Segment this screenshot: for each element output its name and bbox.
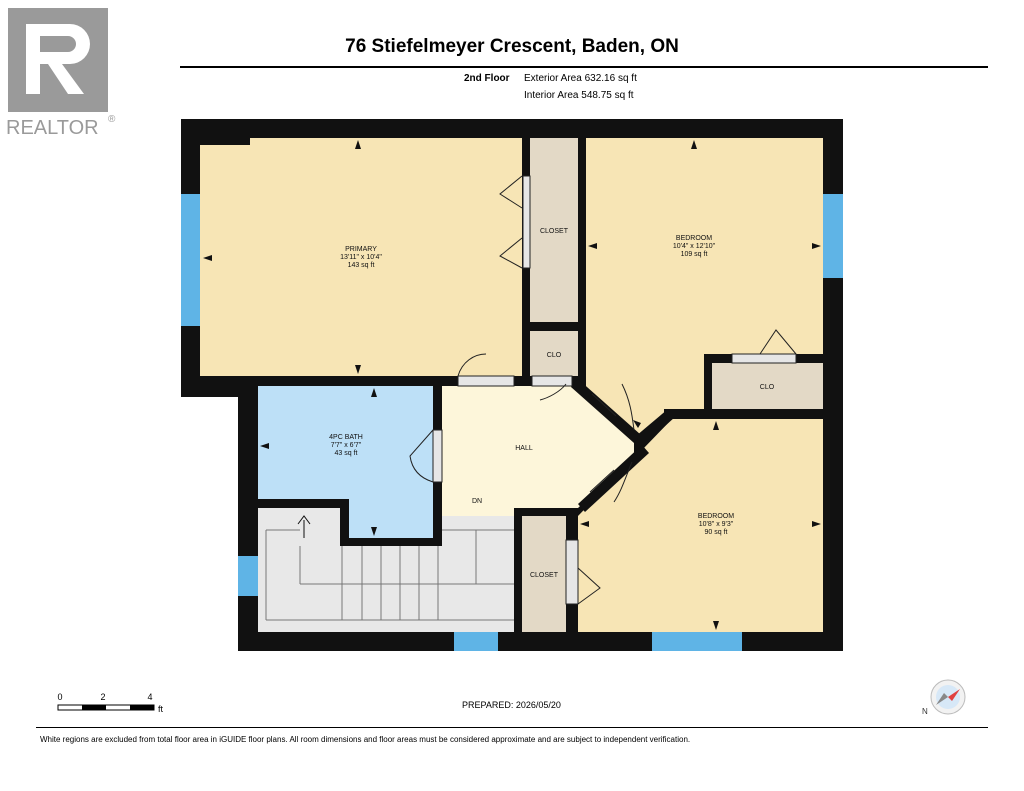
measurement-arrows xyxy=(203,140,821,630)
closet-bottom-name: CLOSET xyxy=(530,572,559,579)
title-divider xyxy=(180,66,988,68)
stairs-label: DN xyxy=(472,498,482,505)
realtor-logo: REALTOR ® xyxy=(6,8,116,138)
prepared-date: PREPARED: 2026/05/20 xyxy=(462,700,561,710)
scale-tick-2: 2 xyxy=(100,692,105,702)
window-bedroom-1 xyxy=(823,194,843,278)
window-stairs xyxy=(238,556,258,596)
stairs[interactable] xyxy=(258,508,514,632)
room-closet-top[interactable] xyxy=(530,138,578,322)
compass-icon: N xyxy=(922,679,966,716)
window-bottom xyxy=(454,632,498,651)
room-clo-right[interactable] xyxy=(712,363,823,409)
bath-name: 4PC BATH xyxy=(329,434,363,441)
room-bedroom-2[interactable] xyxy=(578,419,823,632)
bedroom2-area: 90 sq ft xyxy=(705,529,728,536)
bedroom2-dims: 10'8" x 9'3" xyxy=(699,521,734,528)
primary-area: 143 sq ft xyxy=(348,262,375,269)
room-bedroom-1-lower xyxy=(586,356,704,440)
room-bedroom-1-top[interactable] xyxy=(586,138,823,356)
compass-north-label: N xyxy=(922,707,928,716)
clo-right-name: CLO xyxy=(760,384,775,391)
scale-tick-4: 4 xyxy=(147,692,152,702)
exterior-area: Exterior Area 632.16 sq ft xyxy=(524,73,637,84)
bedroom2-name: BEDROOM xyxy=(698,513,734,520)
registered-mark: ® xyxy=(108,114,116,125)
bath-area: 43 sq ft xyxy=(335,450,358,457)
disclaimer-text: White regions are excluded from total fl… xyxy=(40,735,691,744)
scale-bar: 0 2 4 ft xyxy=(57,692,164,714)
primary-name: PRIMARY xyxy=(345,246,377,253)
closet-top-name: CLOSET xyxy=(540,228,569,235)
clo-small-name: CLO xyxy=(547,352,562,359)
footer-divider xyxy=(36,727,988,728)
doors xyxy=(409,175,797,605)
room-hall[interactable] xyxy=(442,386,634,516)
room-clo-small[interactable] xyxy=(530,331,578,376)
logo-text: REALTOR xyxy=(6,117,99,138)
floor-label: 2nd Floor xyxy=(464,73,510,84)
room-closet-bottom[interactable] xyxy=(522,516,566,632)
bedroom1-dims: 10'4" x 12'10" xyxy=(673,243,716,250)
interior-area: Interior Area 548.75 sq ft xyxy=(524,90,634,101)
windows xyxy=(181,194,843,651)
primary-dims: 13'11" x 10'4" xyxy=(340,254,382,261)
page-title: 76 Stiefelmeyer Crescent, Baden, ON xyxy=(345,36,679,57)
hall-name: HALL xyxy=(515,445,533,452)
bedroom1-name: BEDROOM xyxy=(676,235,712,242)
room-labels: PRIMARY 13'11" x 10'4" 143 sq ft BEDROOM… xyxy=(329,228,775,579)
scale-tick-0: 0 xyxy=(57,692,62,702)
scale-unit: ft xyxy=(158,704,164,714)
room-primary[interactable] xyxy=(200,138,522,376)
window-primary xyxy=(181,194,200,326)
bath-dims: 7'7" x 6'7" xyxy=(331,442,362,449)
bedroom1-area: 109 sq ft xyxy=(681,251,708,258)
window-bedroom-2 xyxy=(652,632,742,651)
stairs-arrow-icon xyxy=(297,515,311,538)
